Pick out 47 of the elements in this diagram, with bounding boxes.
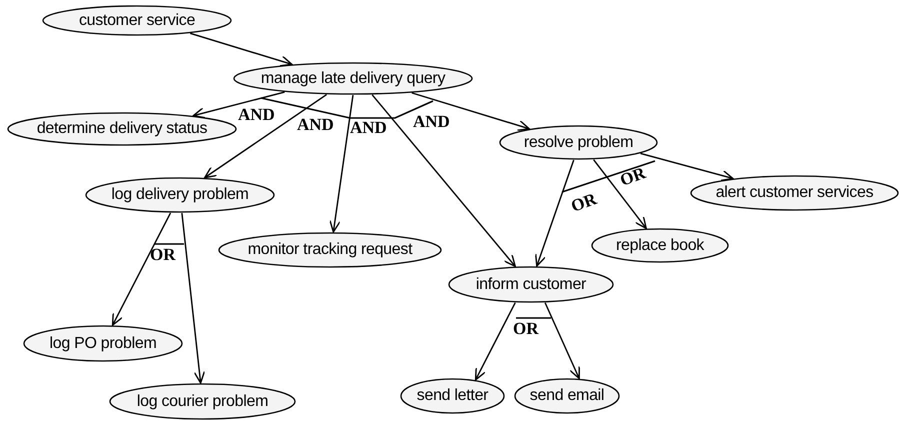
arrow xyxy=(112,212,172,326)
arrow xyxy=(329,94,354,233)
arrow xyxy=(593,159,647,230)
node-label: send letter xyxy=(416,388,488,404)
arrow xyxy=(181,212,206,384)
arrow xyxy=(190,32,292,67)
ellipse-node xyxy=(23,325,183,362)
gate-label: OR xyxy=(513,320,538,337)
ellipse-node xyxy=(85,177,275,213)
ellipse-node xyxy=(400,378,505,414)
arrow xyxy=(535,160,574,267)
arrow xyxy=(372,94,516,268)
ellipse-node xyxy=(42,5,232,36)
node-label: customer service xyxy=(78,12,196,28)
arrow xyxy=(474,302,516,381)
node-label: log PO problem xyxy=(50,336,156,352)
node-label: replace book xyxy=(616,238,704,254)
gate-label: OR xyxy=(568,190,599,215)
node-label: resolve problem xyxy=(524,134,634,150)
ellipse-node xyxy=(7,112,237,146)
node-label: send email xyxy=(530,388,604,404)
ellipse-node xyxy=(109,383,296,420)
arrow xyxy=(204,94,327,178)
ellipse-node xyxy=(499,125,658,160)
gate-label: AND xyxy=(413,113,450,130)
arrow xyxy=(412,92,530,132)
node-label: alert customer services xyxy=(716,185,874,201)
node-label: log delivery problem xyxy=(111,187,249,203)
node-label: log courier problem xyxy=(136,394,268,410)
arrow xyxy=(192,91,285,118)
ellipse-node xyxy=(690,175,899,211)
node-label: monitor tracking request xyxy=(248,242,412,258)
gate-label: OR xyxy=(618,164,648,189)
gate-label: AND xyxy=(297,116,334,133)
node-label: inform customer xyxy=(476,276,586,292)
gate-label: AND xyxy=(238,106,275,123)
ellipse-node xyxy=(218,232,442,268)
arrow xyxy=(544,302,580,380)
node-label: manage late delivery query xyxy=(260,70,446,86)
ellipse-node xyxy=(514,378,620,414)
arrow xyxy=(640,152,734,182)
ellipse-node xyxy=(591,228,729,263)
node-label: determine delivery status xyxy=(36,121,208,137)
ellipse-node xyxy=(448,266,614,303)
gate-label: AND xyxy=(350,119,387,136)
ellipse-node xyxy=(233,62,473,95)
gate-label: OR xyxy=(150,246,176,263)
